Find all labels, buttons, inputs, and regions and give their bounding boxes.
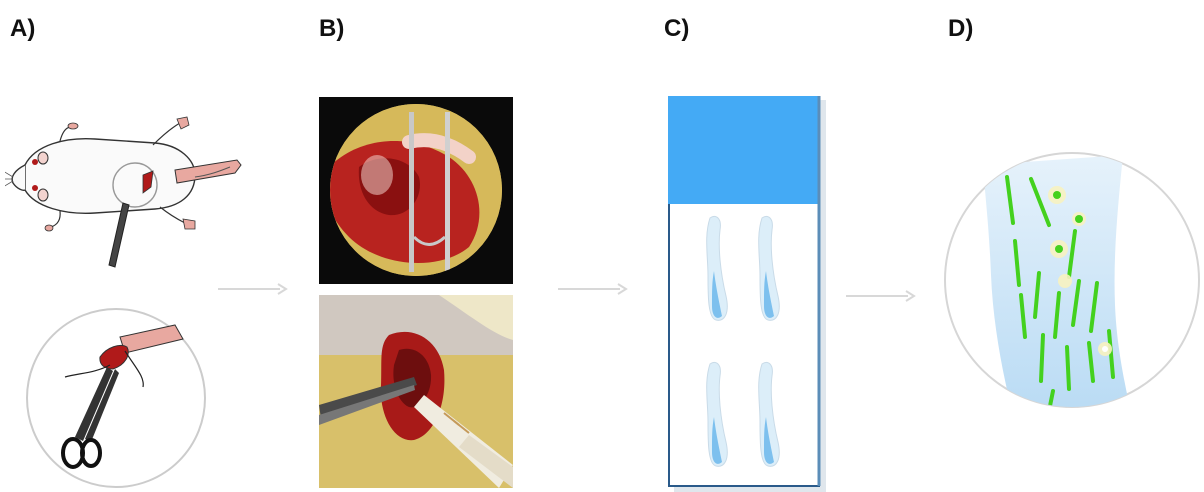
fluorescent-nerve-section [943,145,1201,415]
right-arrow-icon [846,289,916,303]
right-arrow-icon [558,282,628,296]
panel-label-b: B) [319,17,344,41]
panel-label-c: C) [664,17,689,41]
right-arrow-icon [218,282,288,296]
slide-label-area [668,96,819,204]
surgical-microscope-photo [319,97,513,284]
rat-illustration [5,115,255,275]
panel-label-a: A) [10,17,35,41]
injection-photo [319,295,513,488]
panel-label-d: D) [948,17,973,41]
slide-with-sections [668,96,826,492]
surgery-zoom-circle [25,307,207,489]
